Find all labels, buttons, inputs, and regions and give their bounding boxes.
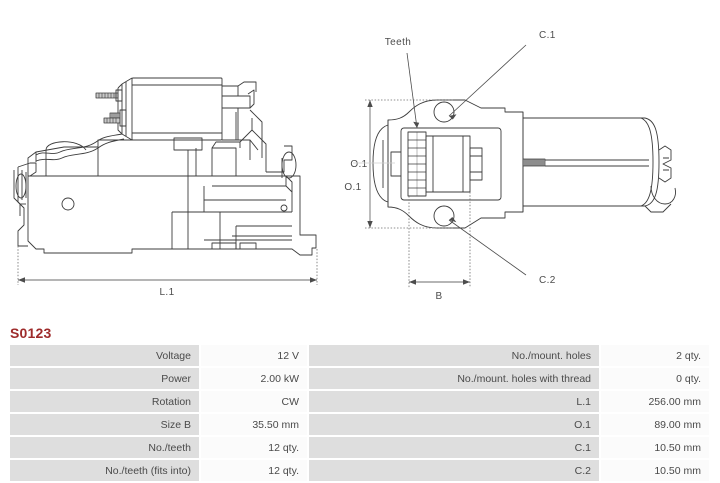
spec-value: 12 qty.: [199, 436, 309, 460]
spec-value: 89.00 mm: [599, 413, 711, 437]
spec-value: 12 V: [199, 345, 309, 368]
left-view-o1-label-group: O.1: [344, 182, 361, 193]
dimension-L1: L.1: [17, 246, 318, 298]
spec-label: No./teeth: [10, 436, 200, 460]
dimension-label-L1: L.1: [159, 287, 174, 298]
spec-label: Rotation: [10, 390, 200, 414]
dimension-label-O1-left-view: O.1: [344, 182, 361, 193]
specification-table: Voltage 12 V No./mount. holes 2 qty. Pow…: [10, 345, 711, 483]
spec-label: No./teeth (fits into): [10, 459, 200, 483]
page-title: S0123: [10, 325, 52, 341]
mounting-hole-upper: [433, 101, 455, 123]
callout-label-teeth: Teeth: [385, 37, 411, 48]
callout-label-c1: C.1: [539, 30, 556, 41]
callout-label-c2: C.2: [539, 275, 556, 286]
spec-value: 35.50 mm: [199, 413, 309, 437]
starter-side-view-drawing: L.1: [13, 77, 318, 298]
dimension-B: B: [408, 192, 471, 302]
technical-drawings-panel: L.1: [13, 30, 676, 302]
mounting-hole-lower: [433, 205, 455, 227]
callout-c2: C.2: [448, 217, 556, 286]
table-row: Power 2.00 kW No./mount. holes with thre…: [10, 367, 711, 391]
spec-label: No./mount. holes: [308, 345, 600, 368]
table-row: Rotation CW L.1 256.00 mm: [10, 390, 711, 414]
spec-label: No./mount. holes with thread: [308, 367, 600, 391]
starter-front-view-drawing: O.1 B Teeth C.1 C.2: [350, 30, 676, 302]
callout-teeth: Teeth: [385, 37, 420, 129]
spec-value: 10.50 mm: [599, 459, 711, 483]
specification-table-body: Voltage 12 V No./mount. holes 2 qty. Pow…: [10, 345, 711, 483]
spec-value: CW: [199, 390, 309, 414]
spec-label: C.1: [308, 436, 600, 460]
table-row: Size B 35.50 mm O.1 89.00 mm: [10, 413, 711, 437]
dimension-label-O1: O.1: [350, 159, 367, 170]
spec-label: O.1: [308, 413, 600, 437]
dimension-O1: O.1: [350, 99, 453, 229]
spec-value: 10.50 mm: [599, 436, 711, 460]
spec-label: Power: [10, 367, 200, 391]
spec-value: 12 qty.: [199, 459, 309, 483]
table-row: Voltage 12 V No./mount. holes 2 qty.: [10, 345, 711, 368]
dimension-label-B: B: [435, 291, 442, 302]
spec-value: 2 qty.: [599, 345, 711, 368]
spec-value: 0 qty.: [599, 367, 711, 391]
callout-c1: C.1: [448, 30, 556, 120]
spec-label: L.1: [308, 390, 600, 414]
spec-label: Size B: [10, 413, 200, 437]
spec-label: C.2: [308, 459, 600, 483]
table-row: No./teeth 12 qty. C.1 10.50 mm: [10, 436, 711, 460]
spec-value: 2.00 kW: [199, 367, 309, 391]
table-row: No./teeth (fits into) 12 qty. C.2 10.50 …: [10, 459, 711, 483]
spec-label: Voltage: [10, 345, 200, 368]
spec-value: 256.00 mm: [599, 390, 711, 414]
